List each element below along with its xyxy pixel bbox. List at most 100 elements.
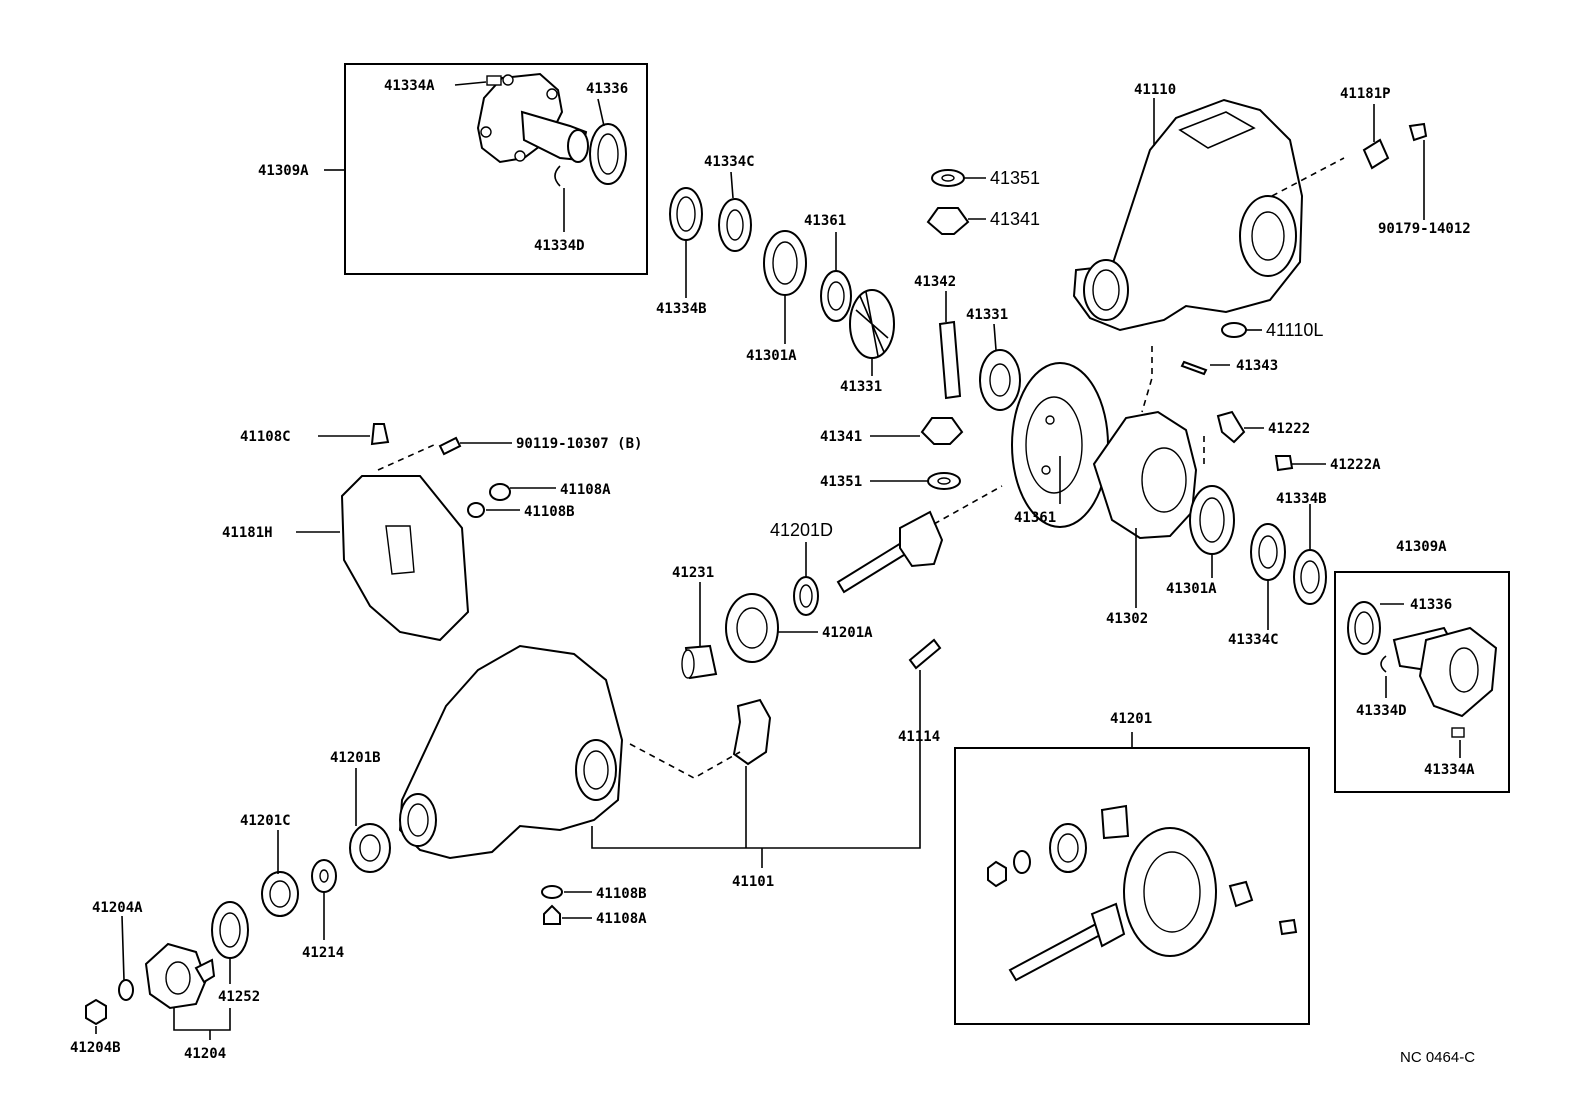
washer-41334C-top-part <box>718 198 752 252</box>
spacer-41231-part <box>681 644 718 680</box>
label-41201D: 41201D <box>770 520 833 540</box>
bearing-41201C-part <box>261 871 299 917</box>
label-41222: 41222 <box>1268 421 1310 437</box>
carrier-housing-41110-part <box>1072 98 1304 332</box>
label-41361-top: 41361 <box>804 213 846 229</box>
pinion-gear-41341-mid-part <box>920 417 964 445</box>
label-41331-b: 41331 <box>966 307 1008 323</box>
label-41351-mid: 41351 <box>820 474 862 490</box>
label-41201A: 41201A <box>822 625 873 641</box>
snap-ring-41334D-top-part <box>554 165 561 187</box>
label-41204A: 41204A <box>92 900 143 916</box>
sensor-41222-part <box>1216 410 1246 444</box>
bearing-41201B-part <box>349 823 391 873</box>
bearing-41201A-part <box>725 593 779 663</box>
label-41214: 41214 <box>302 945 344 961</box>
washer-41361-top-part <box>820 270 852 322</box>
label-41201B: 41201B <box>330 750 381 766</box>
bearing-cap-part <box>732 698 772 766</box>
label-41204B: 41204B <box>70 1040 121 1056</box>
oil-seal-41334B-right-part <box>1293 549 1327 605</box>
label-41108C: 41108C <box>240 429 291 445</box>
subassembly-frame-41309A-right <box>1334 571 1510 793</box>
pin-41343-part <box>1180 360 1208 376</box>
label-41334D-right: 41334D <box>1356 703 1407 719</box>
assembly-lines <box>377 157 1345 779</box>
label-41108A-top: 41108A <box>560 482 611 498</box>
leader-lines <box>95 81 1461 1040</box>
side-gear-41331-mid-part <box>979 349 1021 411</box>
diagram-code: NC 0464-C <box>1400 1049 1475 1066</box>
nut-41110L-part <box>1221 322 1247 338</box>
label-41222A: 41222A <box>1330 457 1381 473</box>
drive-pinion-part <box>836 510 944 594</box>
label-41351-top: 41351 <box>990 168 1040 188</box>
pinion-gear-41341-top-part <box>926 207 970 235</box>
label-41201: 41201 <box>1110 711 1152 727</box>
bearing-41301A-top-part <box>763 230 807 296</box>
breather-90179-part <box>1408 122 1428 142</box>
label-41334D-top: 41334D <box>534 238 585 254</box>
washer-41351-mid-part <box>927 472 961 490</box>
ring-gear-41361-mid-part <box>1011 362 1109 528</box>
nut-41204B-part <box>85 998 107 1026</box>
label-41334B-top: 41334B <box>656 301 707 317</box>
bearing-41301A-right-part <box>1189 485 1235 555</box>
label-41181H: 41181H <box>222 525 273 541</box>
label-41108B-bot: 41108B <box>596 886 647 902</box>
label-41110: 41110 <box>1134 82 1176 98</box>
label-41343: 41343 <box>1236 358 1278 374</box>
label-41341-mid: 41341 <box>820 429 862 445</box>
label-41252: 41252 <box>218 989 260 1005</box>
label-41309A-left: 41309A <box>258 163 309 179</box>
washer-41108B-top-part <box>467 502 485 518</box>
side-gear-41331-top-part <box>849 289 895 359</box>
oil-seal-41252-part <box>211 901 249 959</box>
spacer-41214-part <box>311 859 337 893</box>
cover-41181H-part <box>340 475 470 642</box>
axle-shaft-flange-right-part <box>1392 626 1498 718</box>
label-41361-mid: 41361 <box>1014 510 1056 526</box>
label-41110L: 41110L <box>1266 320 1323 340</box>
bolt-41334A-right-part <box>1451 727 1465 738</box>
washer-41334C-right-part <box>1250 523 1286 581</box>
label-41108A-bot: 41108A <box>596 911 647 927</box>
label-41201C: 41201C <box>240 813 291 829</box>
label-41231: 41231 <box>672 565 714 581</box>
label-41108B-top: 41108B <box>524 504 575 520</box>
companion-flange-41204-part <box>144 942 216 1010</box>
label-41341-top: 41341 <box>990 209 1040 229</box>
subassembly-frame-41309A-left <box>344 63 648 275</box>
label-41309A-right: 41309A <box>1396 539 1447 555</box>
oil-seal-41336-right-part <box>1347 601 1381 655</box>
snap-ring-41334D-right-part <box>1380 655 1387 673</box>
plug-41108C-part <box>370 423 390 446</box>
differential-case-41302-part <box>1092 410 1198 540</box>
nut-41108A-bot-part <box>543 904 561 925</box>
label-41204: 41204 <box>184 1046 226 1062</box>
axle-shaft-flange-part <box>476 72 589 164</box>
label-41331-a: 41331 <box>840 379 882 395</box>
label-41334C-right: 41334C <box>1228 632 1279 648</box>
label-41334B-right: 41334B <box>1276 491 1327 507</box>
spacer-41201D-part <box>793 576 819 616</box>
bolt-41334A-top-part <box>486 75 502 86</box>
ring-and-pinion-set-41201-part <box>987 804 1298 982</box>
nut-41108A-top-part <box>489 483 511 501</box>
washer-41351-top-part <box>931 169 965 187</box>
plug-41181P-part <box>1362 138 1390 170</box>
label-41114: 41114 <box>898 729 940 745</box>
label-41101: 41101 <box>732 874 774 890</box>
label-41301A-right: 41301A <box>1166 581 1217 597</box>
label-41336-right: 41336 <box>1410 597 1452 613</box>
bolt-41222A-part <box>1274 455 1294 472</box>
carrier-housing-41101-part <box>398 644 624 860</box>
washer-41108B-bot-part <box>541 885 563 899</box>
label-41334A-top: 41334A <box>384 78 435 94</box>
part-labels: 41334A 41336 41309A 41334D 41334C 41334B… <box>70 78 1475 1066</box>
label-90179-14012: 90179-14012 <box>1378 221 1471 237</box>
bolt-41114-part <box>908 638 942 670</box>
label-41334A-right: 41334A <box>1424 762 1475 778</box>
washer-41204A-part <box>118 979 134 1001</box>
